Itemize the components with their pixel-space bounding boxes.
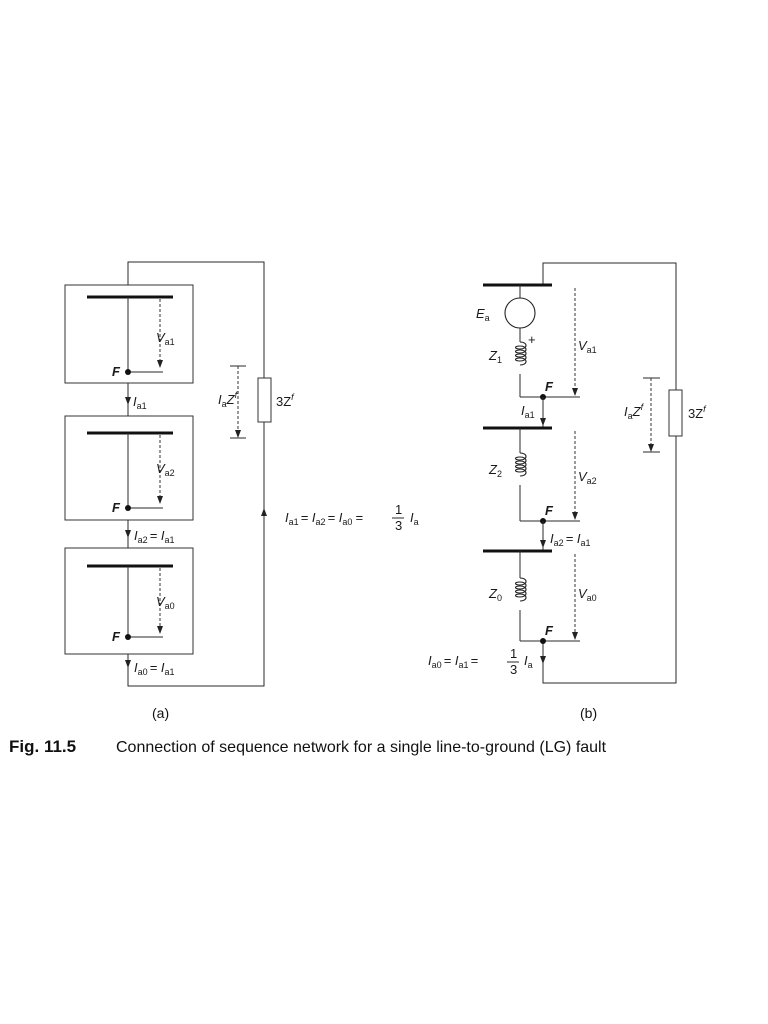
panel-a-label: (a) <box>152 705 169 721</box>
current-relation-a: Ia1= Ia2= Ia0= <box>285 510 363 527</box>
voltage-label-3: Va0 <box>156 594 175 611</box>
current-arrow-3 <box>125 660 131 668</box>
panel-b-label: (b) <box>580 705 597 721</box>
source-label: Ea <box>476 306 490 323</box>
current-label-b1: Ia1 <box>521 403 535 420</box>
zero-sequence-network-a: Va0 F <box>64 547 194 655</box>
drop-label-b: IaZf <box>624 402 645 421</box>
fault-node-b3-label: F <box>545 623 554 638</box>
drop-label-a: IaZf <box>218 390 239 409</box>
fault-impedance-a-label: 3Zf <box>276 392 295 409</box>
voltage-label-2: Va2 <box>156 461 175 478</box>
return-wire-b-lower <box>542 436 677 684</box>
current-label-1: Ia1 <box>133 394 147 411</box>
fault-node-b3 <box>540 638 546 644</box>
voltage-label-1: Va1 <box>156 330 175 347</box>
fault-node-3 <box>125 634 131 640</box>
panel-a: 3Zf IaZf Ia1= Ia2= Ia0= 1 3 Ia Va1 F <box>64 261 419 721</box>
current-arrow-1 <box>125 397 131 405</box>
figure-number: Fig. 11.5 <box>9 737 76 756</box>
return-wire-b <box>542 262 677 390</box>
z1-label: Z1 <box>488 348 502 365</box>
ia-total-a: Ia <box>410 510 419 527</box>
voltage-source <box>504 297 536 329</box>
source-polarity: + <box>528 332 536 347</box>
fault-node-label-3: F <box>112 629 121 644</box>
fault-impedance-b <box>668 389 683 437</box>
voltage-arrowhead-1 <box>157 360 163 368</box>
drop-arrowhead-b <box>648 444 654 452</box>
fault-node-2 <box>125 505 131 511</box>
frac-num-b: 1 <box>510 646 517 661</box>
frac-den-b: 3 <box>510 662 517 677</box>
current-arrow-b1 <box>540 418 546 426</box>
frac-num-a: 1 <box>395 502 402 517</box>
current-arrow-b3 <box>540 656 546 664</box>
positive-sequence-network-a: Va1 F <box>64 284 194 384</box>
negative-sequence-network-a: Va2 F <box>64 415 194 521</box>
network-box-3 <box>64 547 194 655</box>
frac-den-a: 3 <box>395 518 402 533</box>
return-wire-a-lower <box>127 422 265 687</box>
voltage-arrowhead-b3 <box>572 632 578 640</box>
figure-caption: Connection of sequence network for a sin… <box>116 739 607 756</box>
panel-b: 3Zf IaZf Ea + Z1 F Va1 Ia1 Z2 <box>428 262 707 721</box>
z0-label: Z0 <box>488 586 502 603</box>
current-arrow-2 <box>125 530 131 538</box>
fault-node-label-2: F <box>112 500 121 515</box>
drop-arrowhead-a <box>235 430 241 438</box>
network-box-2 <box>64 415 194 521</box>
current-label-2: Ia2= Ia1 <box>134 528 174 545</box>
fault-impedance-b-label: 3Zf <box>688 404 707 421</box>
current-relation-b: Ia0= Ia1= <box>428 653 478 670</box>
z2-label: Z2 <box>488 462 502 479</box>
fault-node-1 <box>125 369 131 375</box>
z2-coil <box>514 452 527 477</box>
return-wire-a <box>127 261 265 378</box>
z1-coil <box>514 341 527 366</box>
voltage-arrowhead-2 <box>157 496 163 504</box>
voltage-label-b1: Va1 <box>578 338 597 355</box>
voltage-label-b2: Va2 <box>578 469 597 486</box>
fault-node-label-1: F <box>112 364 121 379</box>
current-label-b2: Ia2= Ia1 <box>550 531 590 548</box>
voltage-arrowhead-b1 <box>572 388 578 396</box>
z0-coil <box>514 577 527 602</box>
voltage-label-b3: Va0 <box>578 586 597 603</box>
fault-node-b2-label: F <box>545 503 554 518</box>
ia-total-b: Ia <box>524 653 533 670</box>
network-box-1 <box>64 284 194 384</box>
current-arrow-b2 <box>540 540 546 548</box>
voltage-arrowhead-b2 <box>572 512 578 520</box>
fault-impedance-a <box>257 377 272 423</box>
voltage-arrowhead-3 <box>157 626 163 634</box>
current-label-3: Ia0= Ia1 <box>134 660 174 677</box>
fault-node-b1-label: F <box>545 379 554 394</box>
return-current-arrow-a <box>261 508 267 516</box>
